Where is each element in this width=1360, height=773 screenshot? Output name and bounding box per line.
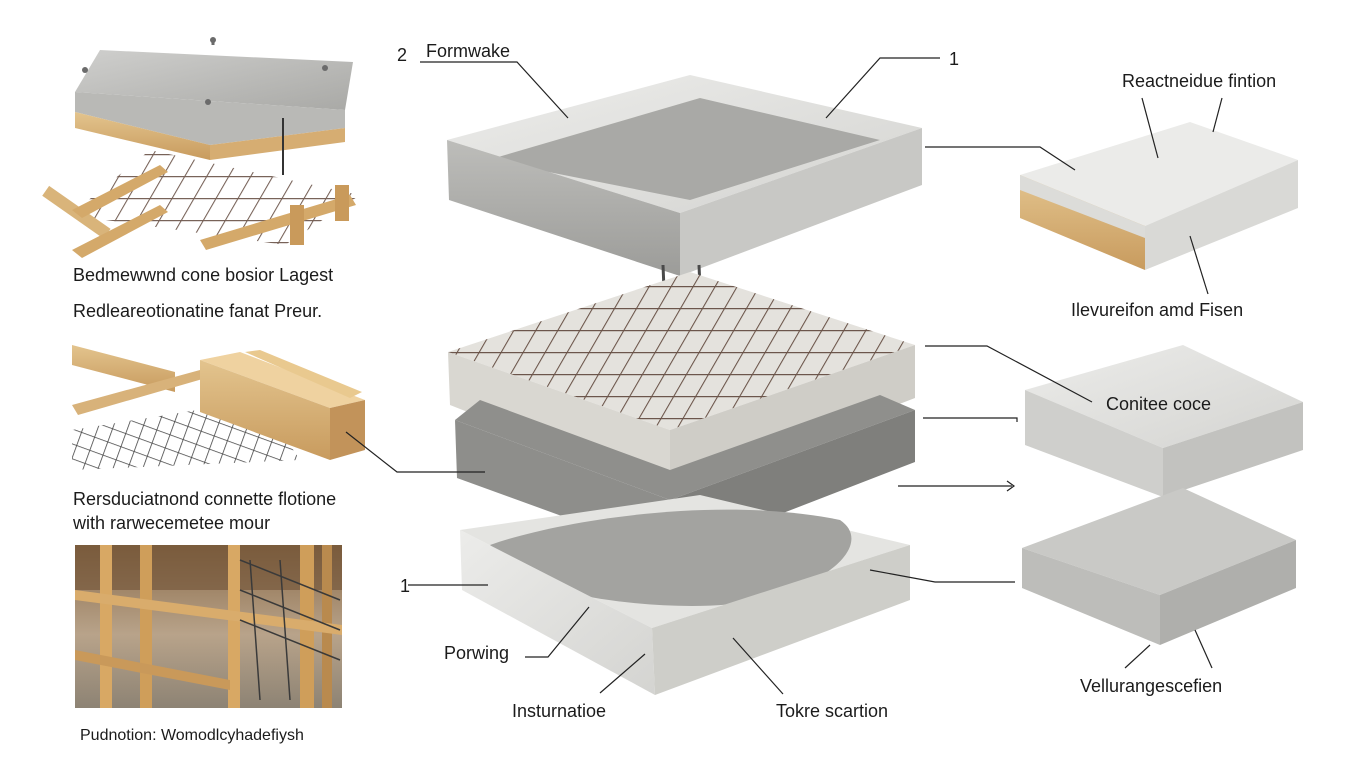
center-top-slab [447,75,922,276]
reinforcement-title-label: Reactneidue fintion [1122,71,1277,91]
left-caption-2-line-2: with rarwecemetee mour [73,513,271,533]
insulation-label: Insturnatioe [512,701,607,721]
left-image-timber-frame-photo [75,545,342,708]
left-image-timber-mesh [72,345,365,470]
left-caption-2-line-1: Rersduciatnond connette flotione [73,489,337,509]
pouring-label: Porwing [444,643,510,663]
leader-lines [345,57,1223,695]
center-base-slab [460,495,910,695]
leveling-section-label: Vellurangescefien [1080,676,1223,696]
total-section-label: Tokre scartion [776,701,889,721]
right-block-leveling [1022,488,1296,645]
left-image-slab-formwork [42,37,360,258]
left-number-label: 1 [400,576,411,596]
formwork-label: Formwake [426,41,511,61]
right-block-core [1025,345,1303,497]
concrete-core-label: Conitee coce [1106,394,1212,414]
formwork-number: 2 [397,45,408,65]
left-caption-3: Pudnotion: Womodlcyhadefiysh [80,727,304,744]
top-layer-number: 1 [949,49,960,69]
left-caption-1-line-1: Bedmewwnd cone bosior Lagest [73,265,334,285]
right-block-finish [1020,122,1298,270]
reinforcement-fixing-label: Ilevureifon amd Fisen [1071,300,1244,320]
left-caption-1-line-2: Redleareotionatine fanat Preur. [73,301,323,321]
